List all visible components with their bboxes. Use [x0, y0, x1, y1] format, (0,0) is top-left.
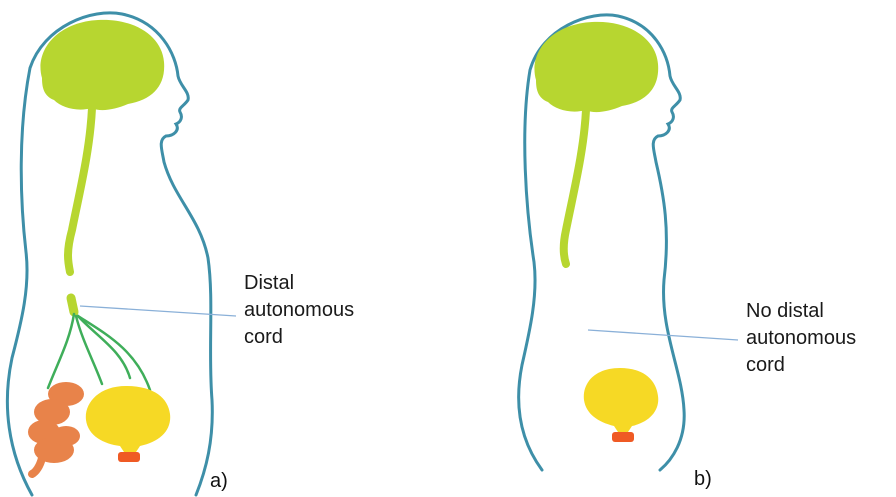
- panel-a: [7, 13, 236, 495]
- sphincter-b: [612, 432, 634, 442]
- label-line: autonomous: [244, 297, 354, 324]
- nerves-a: [48, 314, 150, 390]
- label-line: Distal: [244, 270, 354, 297]
- label-no-distal-cord: No distal autonomous cord: [746, 298, 856, 379]
- bladder-b: [584, 368, 658, 432]
- sphincter-a: [118, 452, 140, 462]
- distal-cord-segment-a: [71, 298, 74, 312]
- label-line: autonomous: [746, 325, 856, 352]
- brain-a: [40, 20, 164, 110]
- spinal-cord-a: [68, 108, 92, 272]
- bladder-a: [86, 386, 170, 452]
- panel-tag-b: b): [694, 468, 712, 491]
- colon-a: [28, 382, 84, 474]
- label-line: cord: [746, 352, 856, 379]
- pointer-line-a: [80, 306, 236, 316]
- panel-b: [519, 15, 738, 470]
- label-distal-cord: Distal autonomous cord: [244, 270, 354, 351]
- label-line: No distal: [746, 298, 856, 325]
- panel-tag-a: a): [210, 470, 228, 493]
- pointer-line-b: [588, 330, 738, 340]
- brain-b: [534, 22, 658, 112]
- spinal-cord-b: [564, 110, 586, 264]
- label-line: cord: [244, 324, 354, 351]
